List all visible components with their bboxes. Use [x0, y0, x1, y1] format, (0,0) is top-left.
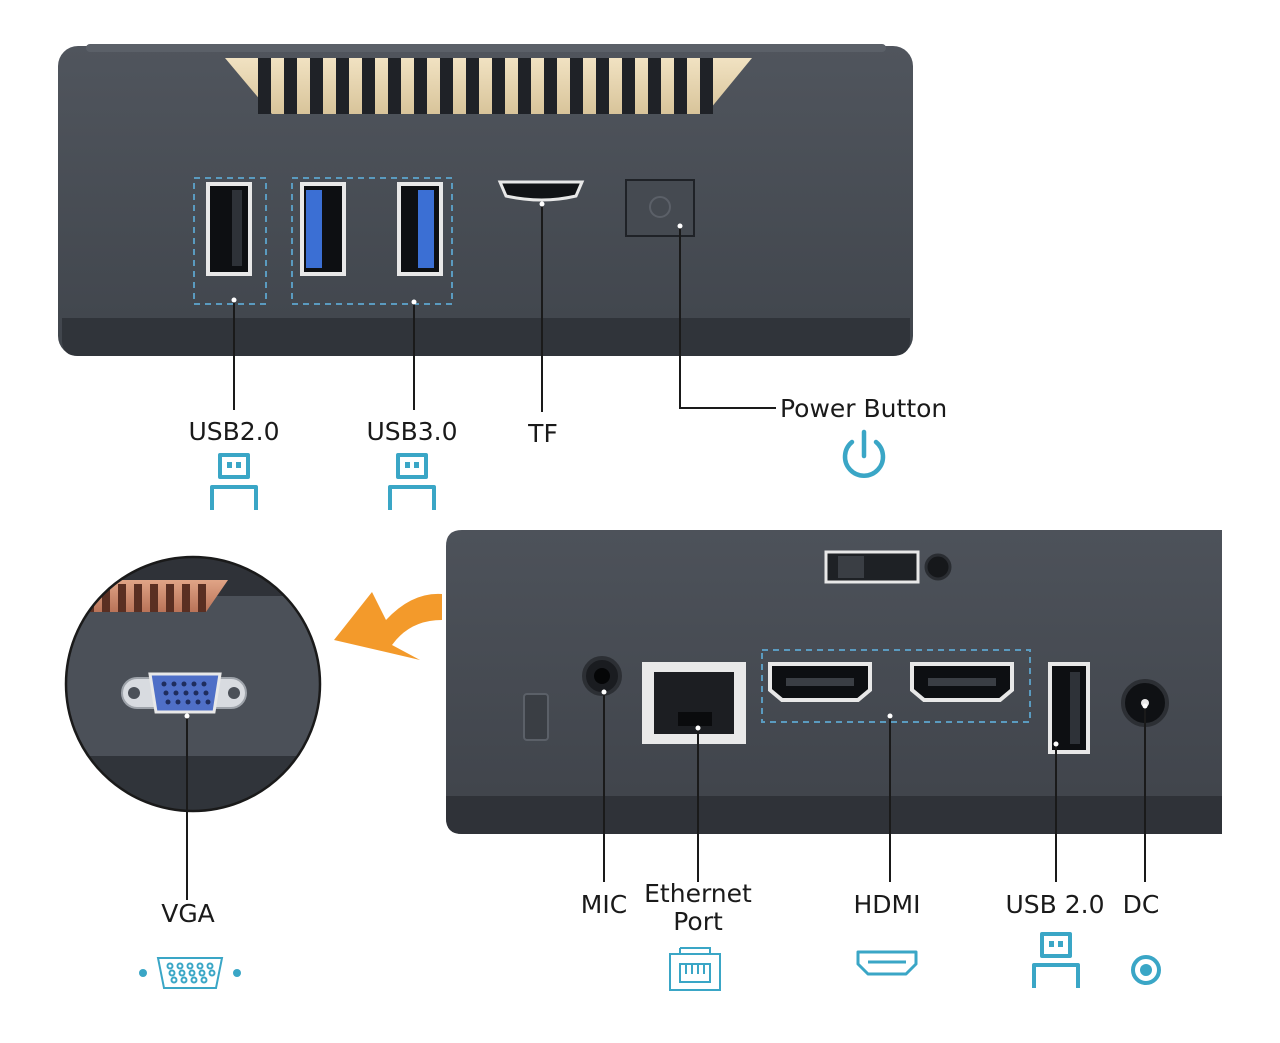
usb20-top-label: USB2.0	[188, 417, 280, 446]
mic-label: MIC	[580, 890, 628, 919]
usb20-front-group	[193, 177, 267, 305]
ethernet-port-label-line2: Port	[673, 907, 723, 936]
rear-device	[446, 530, 1222, 834]
orange-pointer-arrow	[334, 592, 442, 660]
usb30-front-group	[291, 177, 453, 305]
usb-plug-icon	[388, 453, 436, 510]
power-button-key	[625, 179, 695, 237]
vga-label: VGA	[161, 899, 215, 928]
kensington-lock-slot	[523, 693, 549, 741]
tf-card-slot	[497, 180, 585, 202]
heatsink-vent	[225, 58, 752, 114]
dc-jack-icon	[1131, 955, 1161, 985]
hdmi-port-icon	[856, 950, 918, 976]
power-button-label: Power Button	[780, 394, 948, 423]
usb20-rear-port	[1048, 662, 1090, 754]
vga-connector-icon	[139, 957, 241, 989]
rear-device-base	[446, 796, 1222, 834]
power-icon	[842, 429, 886, 478]
usb-plug-icon	[1032, 932, 1080, 988]
hdmi-port-group	[761, 649, 1031, 723]
usb20-bottom-label: USB 2.0	[1005, 890, 1105, 919]
hdmi-label: HDMI	[853, 890, 921, 919]
ethernet-port-icon	[669, 947, 721, 991]
vent-fins	[258, 58, 713, 114]
rear-leader-lines	[186, 692, 1146, 900]
front-leader-lines	[233, 204, 776, 412]
dc-label: DC	[1122, 890, 1160, 919]
tf-label: TF	[528, 419, 558, 448]
usb-plug-icon	[210, 453, 258, 510]
front-device-body	[58, 46, 913, 356]
front-device-base	[62, 318, 910, 356]
usb20-front-port	[206, 182, 252, 276]
front-device	[58, 44, 913, 356]
usb30-top-label: USB3.0	[366, 417, 458, 446]
vga-magnifier	[64, 555, 322, 813]
ethernet-port-label: Ethernet Port	[628, 880, 768, 936]
ethernet-port-label-line1: Ethernet	[644, 879, 752, 908]
